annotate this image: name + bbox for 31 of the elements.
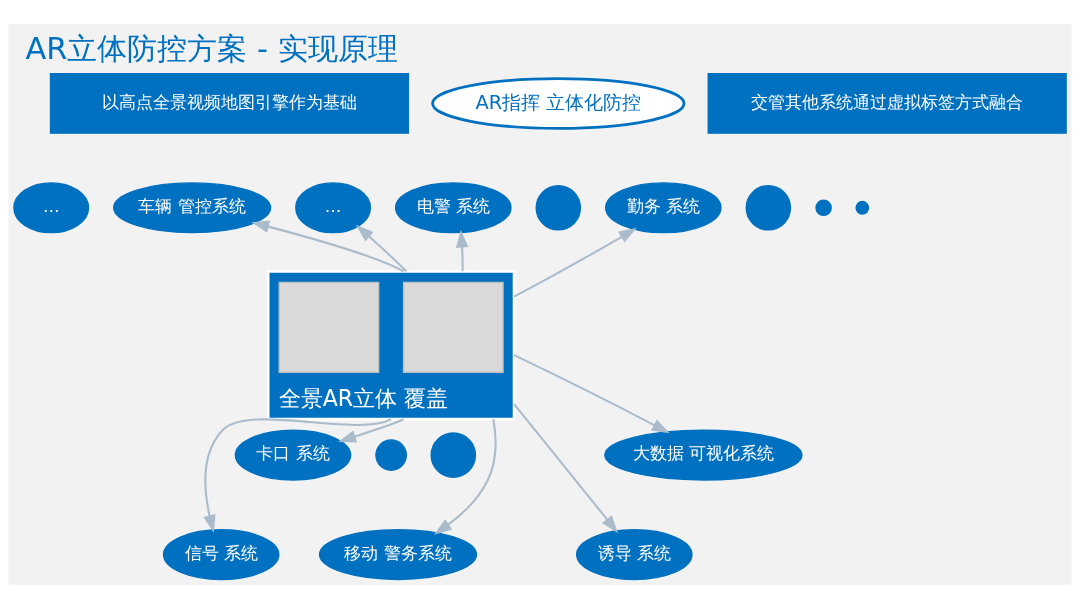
arrow xyxy=(513,353,670,433)
node-box xyxy=(402,281,504,373)
arrow xyxy=(513,227,637,298)
node-ellipse: 诱导 系统 xyxy=(575,528,693,580)
node-ellipse: 电警 系统 xyxy=(394,181,512,233)
node-ellipse: AR指挥 立体化防控 xyxy=(431,76,686,130)
node-ellipse: 卡口 系统 xyxy=(234,429,352,481)
node-ellipse: … xyxy=(295,181,372,233)
node-ellipse: 勤务 系统 xyxy=(605,181,722,233)
arrow xyxy=(251,220,405,272)
arrow xyxy=(455,229,469,271)
arrow xyxy=(355,224,408,272)
arrow xyxy=(433,418,497,535)
diagram-title: AR立体防控方案 - 实现原理 xyxy=(25,30,398,66)
node-ellipse: 移动 警务系统 xyxy=(318,528,478,580)
cluster: 全景AR立体 覆盖 xyxy=(266,269,516,421)
node-box: 交管其他系统通过虚拟标签方式融合 xyxy=(707,72,1067,134)
node-circle xyxy=(430,431,477,478)
arrow xyxy=(513,402,619,533)
node-circle xyxy=(375,438,407,471)
arrow xyxy=(203,417,392,533)
node-circle xyxy=(535,184,582,231)
node-circle xyxy=(815,199,832,216)
node-ellipse: 大数据 可视化系统 xyxy=(604,429,803,481)
node-ellipse: … xyxy=(13,181,90,233)
node-ellipse: 信号 系统 xyxy=(162,528,280,580)
arrow xyxy=(338,417,404,442)
node-circle xyxy=(745,184,792,231)
node-box: 以高点全景视频地图引擎作为基础 xyxy=(49,72,410,134)
node-circle xyxy=(855,200,870,215)
node-box xyxy=(278,281,380,373)
